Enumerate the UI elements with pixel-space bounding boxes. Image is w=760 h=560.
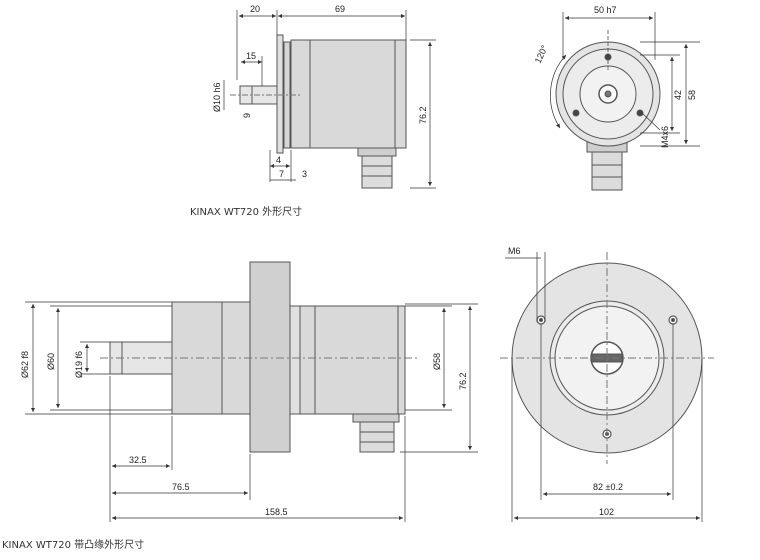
- top-side-view: [230, 34, 407, 189]
- top-dim-20: 20: [250, 4, 260, 14]
- bottom-gland: [359, 421, 395, 453]
- top-front-dimensions: [550, 12, 700, 147]
- top-front-dim-120: 120°: [533, 43, 550, 64]
- bottom-side-dimensions: [25, 301, 478, 522]
- bottom-dim-765: 76.5: [172, 482, 190, 492]
- bottom-gland-nut: [352, 413, 400, 423]
- bottom-front-dim-m6: M6: [508, 246, 521, 256]
- top-dim-7: 7: [279, 169, 284, 179]
- bottom-dim-1585: 158.5: [265, 507, 288, 517]
- bottom-encoder-body: [299, 305, 406, 415]
- bottom-front-dimensions: [505, 252, 703, 522]
- top-front-dim-42: 42: [673, 90, 683, 100]
- bottom-caption: KINAX WT720 带凸缘外形尺寸: [2, 538, 144, 551]
- top-front-gland: [591, 151, 623, 191]
- top-caption: KINAX WT720 外形尺寸: [190, 205, 302, 218]
- bottom-dim-762: 76.2: [458, 372, 468, 390]
- top-dim-shaft-dia: Ø10 h6: [212, 82, 222, 112]
- bottom-front-view: [500, 252, 714, 464]
- top-side-dimensions: [223, 10, 436, 189]
- top-dim-4: 4: [276, 155, 281, 165]
- top-dim-3: 3: [302, 169, 307, 179]
- top-front-dim-58: 58: [687, 90, 697, 100]
- top-gland: [361, 155, 393, 189]
- top-dim-height: 76.2: [418, 106, 428, 124]
- bottom-dim-58: Ø58: [432, 353, 442, 370]
- bottom-side-view: [100, 261, 420, 453]
- top-dim-9: 9: [242, 113, 252, 118]
- bottom-dim-325: 32.5: [129, 455, 147, 465]
- bottom-dim-60: Ø60: [46, 353, 56, 370]
- top-dim-69: 69: [335, 4, 345, 14]
- bottom-flange: [249, 261, 291, 453]
- top-gland-nut: [357, 147, 397, 157]
- top-front-hole-3: [636, 109, 644, 117]
- bottom-dim-62: Ø62 f8: [20, 351, 30, 378]
- top-front-view: [555, 41, 661, 191]
- top-front-dim-50h7: 50 h7: [594, 5, 617, 15]
- top-front-hole-2: [572, 109, 580, 117]
- bottom-front-dim-102: 102: [599, 507, 614, 517]
- top-encoder-body: [290, 39, 407, 149]
- bottom-front-dim-82: 82 ±0.2: [593, 482, 623, 492]
- bottom-dim-19: Ø19 f6: [74, 351, 84, 378]
- top-flange-plate: [276, 34, 284, 154]
- top-dim-15: 15: [246, 51, 256, 61]
- top-front-dim-m4x6: M4x6: [660, 126, 670, 148]
- bottom-flange-plate: [289, 305, 301, 415]
